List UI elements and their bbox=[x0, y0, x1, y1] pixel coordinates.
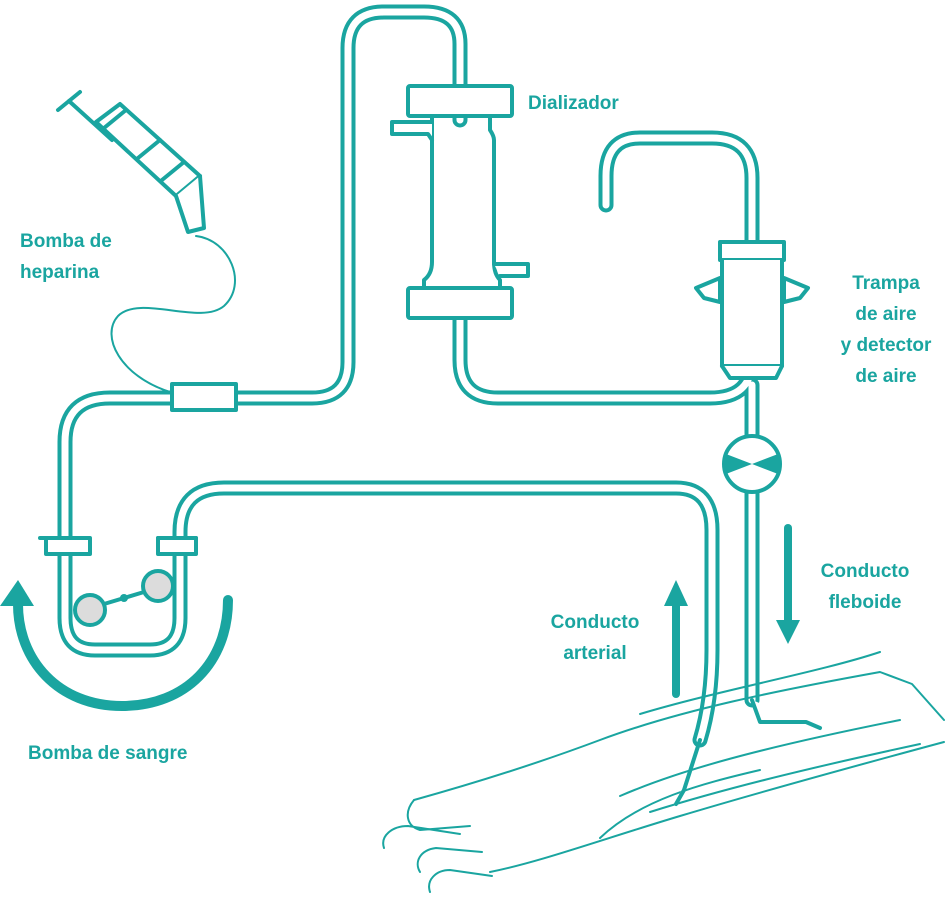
label-trampa-aire-line-2: de aire bbox=[855, 304, 917, 325]
flow-arrows bbox=[664, 524, 800, 698]
air-trap-base bbox=[720, 364, 784, 380]
arm-veins bbox=[599, 719, 921, 839]
venous-needle bbox=[750, 698, 822, 730]
arterial-needle bbox=[674, 738, 702, 806]
heparin-connector bbox=[170, 382, 238, 412]
label-conducto-fleboide: Conducto fleboide bbox=[810, 556, 920, 618]
label-dializador-text: Dializador bbox=[528, 93, 619, 114]
label-trampa-aire-line-4: de aire bbox=[855, 366, 917, 387]
heparin-syringe bbox=[56, 90, 238, 412]
dialyzer-port-right bbox=[492, 262, 530, 278]
label-bomba-heparina-line-1: Bomba de bbox=[20, 231, 112, 252]
label-trampa-aire-line-1: Trampa bbox=[852, 273, 920, 294]
syringe-markings bbox=[102, 108, 186, 182]
air-trap-top-cap bbox=[718, 240, 786, 262]
air-detector-left bbox=[694, 276, 722, 304]
label-conducto-fleboide-line-1: Conducto bbox=[820, 561, 910, 582]
air-trap-chamber bbox=[720, 258, 784, 368]
pump-rotor-hub bbox=[120, 594, 128, 602]
pump-clamp-right bbox=[156, 536, 198, 556]
clamp-wings bbox=[726, 454, 778, 474]
syringe-plunger-rod bbox=[67, 99, 114, 142]
dialyzer-bottom-cap bbox=[406, 286, 514, 320]
hand-fingers bbox=[382, 799, 493, 893]
label-conducto-arterial: Conducto arterial bbox=[540, 607, 650, 669]
dialyzer bbox=[390, 84, 530, 320]
arm-outline-lower bbox=[489, 741, 945, 873]
pump-rotation-arrowhead bbox=[0, 580, 34, 606]
label-trampa-aire: Trampa de aire y detector de aire bbox=[836, 268, 936, 392]
patient-arm bbox=[382, 651, 945, 893]
diagram-strokes bbox=[0, 4, 945, 893]
arm-outline-upper bbox=[413, 651, 945, 801]
arterial-flow-arrowhead bbox=[664, 580, 688, 606]
label-conducto-arterial-line-2: arterial bbox=[563, 643, 627, 664]
arterial-inflow-tube-core bbox=[61, 8, 716, 744]
label-trampa-aire-line-3: y detector bbox=[840, 335, 932, 356]
syringe-tip bbox=[174, 174, 206, 234]
label-bomba-heparina-line-2: heparina bbox=[20, 262, 100, 283]
label-bomba-heparina: Bomba de heparina bbox=[20, 226, 112, 288]
venous-clamp bbox=[722, 434, 782, 494]
pump-roller-right bbox=[141, 569, 175, 603]
air-trap bbox=[694, 240, 810, 380]
label-bomba-sangre: Bomba de sangre bbox=[28, 738, 187, 769]
label-conducto-arterial-line-1: Conducto bbox=[550, 612, 640, 633]
heparin-line bbox=[110, 235, 236, 393]
venous-flow-arrowhead bbox=[776, 620, 800, 644]
label-dializador: Dializador bbox=[528, 88, 619, 119]
pump-clamp-left bbox=[44, 536, 92, 556]
dialyzer-top-cap bbox=[406, 84, 514, 118]
air-detector-right bbox=[782, 276, 810, 304]
blood-pump bbox=[0, 536, 233, 711]
label-bomba-sangre-text: Bomba de sangre bbox=[28, 743, 188, 764]
pump-rotation-arc bbox=[13, 595, 233, 711]
label-conducto-fleboide-line-2: fleboide bbox=[828, 592, 902, 613]
pump-roller-left bbox=[73, 593, 107, 627]
dialyzer-body bbox=[422, 114, 502, 290]
dialyzer-port-left bbox=[390, 114, 434, 142]
